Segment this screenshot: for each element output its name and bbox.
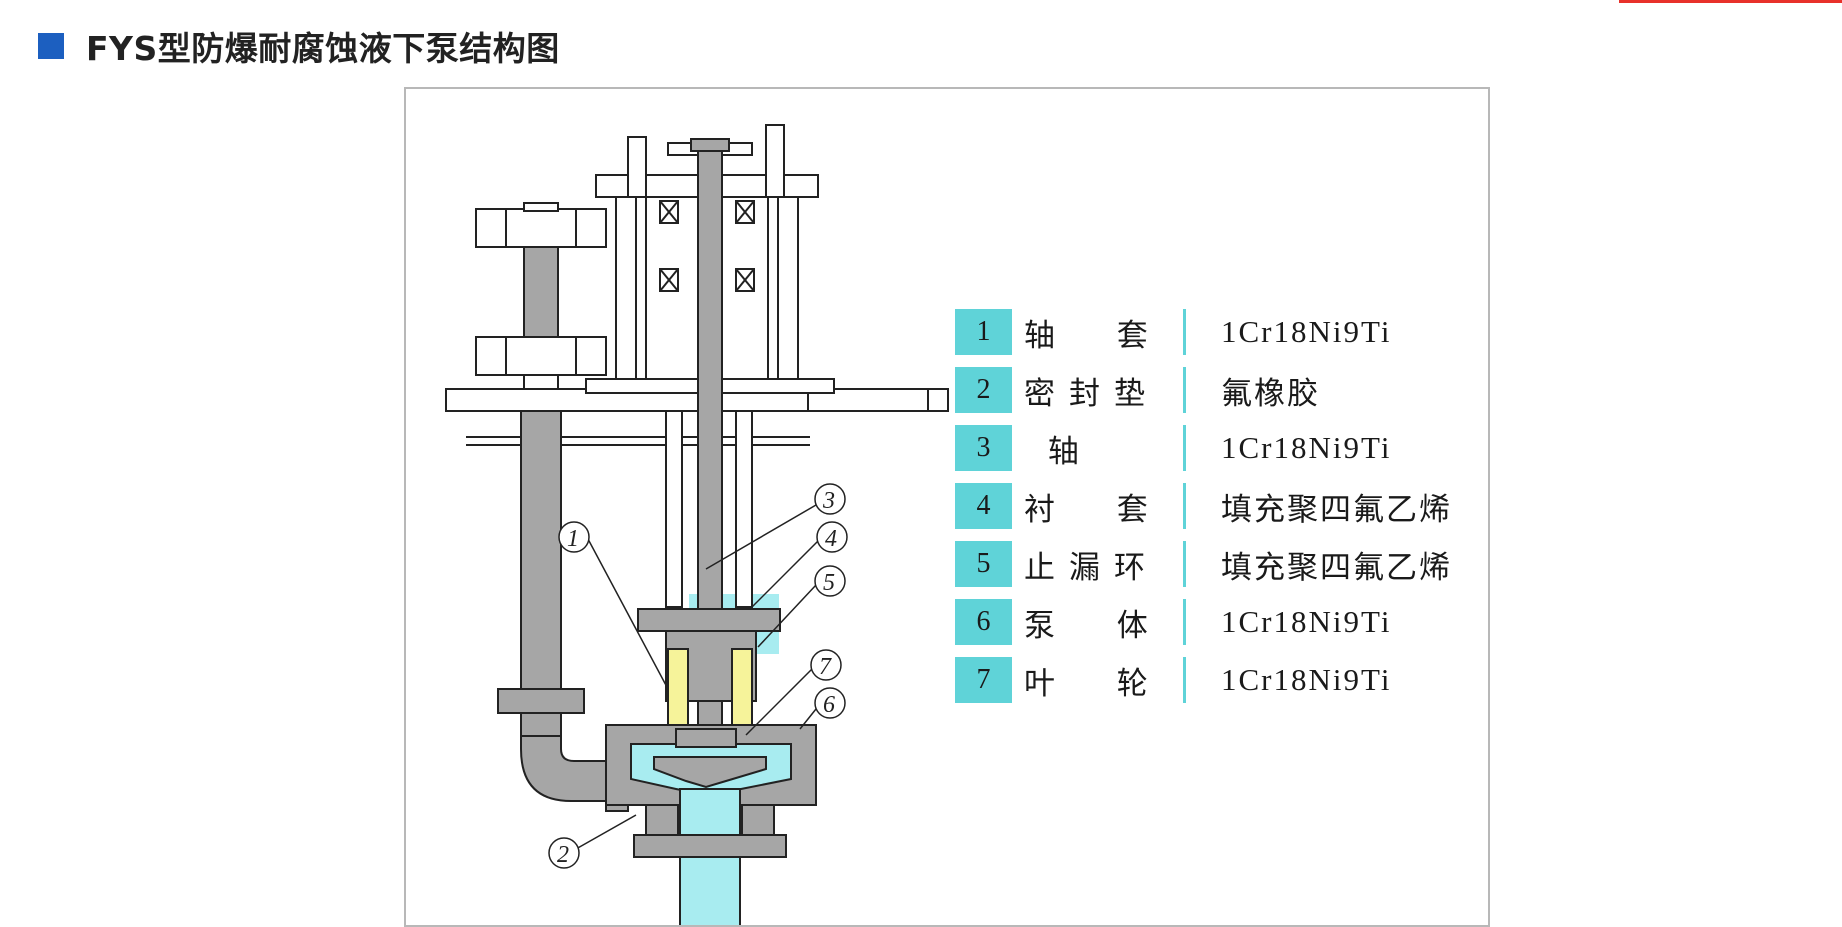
legend-part: 密封垫 (1024, 375, 1159, 412)
heading-square-icon (38, 33, 64, 59)
pump-casing (605, 608, 817, 925)
legend-separator (1183, 599, 1186, 645)
legend-num: 2 (955, 367, 1012, 413)
legend-num: 6 (955, 599, 1012, 645)
legend-row: 3 轴 1Cr18Ni9Ti (946, 423, 1486, 473)
legend-num: 1 (955, 309, 1012, 355)
legend-separator (1183, 483, 1186, 529)
legend-separator (1183, 425, 1186, 471)
callout-7: 7 (819, 654, 832, 680)
legend-num: 4 (955, 483, 1012, 529)
legend-separator (1183, 541, 1186, 587)
legend-separator (1183, 367, 1186, 413)
legend-part: 衬 套 (1024, 491, 1162, 528)
base-plate (445, 388, 949, 446)
legend-separator (1183, 657, 1186, 703)
legend-num: 5 (955, 541, 1012, 587)
callouts: 1 2 3 4 5 7 6 (548, 483, 848, 869)
callout-4: 4 (825, 526, 837, 552)
callout-5: 5 (823, 570, 835, 596)
legend-material: 1Cr18Ni9Ti (1221, 430, 1392, 465)
pump-diagram: 1 2 3 4 5 7 6 (445, 124, 949, 925)
legend-num: 7 (955, 657, 1012, 703)
legend-part: 止漏环 (1024, 549, 1159, 586)
legend-material: 1Cr18Ni9Ti (1221, 314, 1392, 349)
legend-part: 轴 (1024, 433, 1093, 470)
top-accent-line (1619, 0, 1842, 3)
legend-material: 填充聚四氟乙烯 (1221, 549, 1452, 585)
legend-num: 3 (955, 425, 1012, 471)
legend-row: 2 密封垫 氟橡胶 (946, 365, 1486, 415)
callout-2: 2 (557, 842, 569, 868)
legend-part: 轴 套 (1024, 317, 1162, 354)
legend-row: 4 衬 套 填充聚四氟乙烯 (946, 481, 1486, 531)
page-title: FYS型防爆耐腐蚀液下泵结构图 (86, 29, 560, 68)
legend-separator (1183, 309, 1186, 355)
legend-row: 1 轴 套 1Cr18Ni9Ti (946, 307, 1486, 357)
legend-material: 1Cr18Ni9Ti (1221, 604, 1392, 639)
legend-row: 7 叶 轮 1Cr18Ni9Ti (946, 655, 1486, 705)
callout-6: 6 (823, 692, 835, 718)
section-heading: FYS型防爆耐腐蚀液下泵结构图 (38, 26, 560, 68)
pump-structure-figure: 1 2 3 4 5 7 6 1 轴 套 1Cr18Ni9Ti (404, 87, 1490, 927)
legend-row: 6 泵 体 1Cr18Ni9Ti (946, 597, 1486, 647)
legend-row: 5 止漏环 填充聚四氟乙烯 (946, 539, 1486, 589)
legend-part: 泵 体 (1024, 607, 1162, 644)
legend-part: 叶 轮 (1024, 665, 1162, 702)
legend-material: 1Cr18Ni9Ti (1221, 662, 1392, 697)
callout-1: 1 (567, 526, 579, 552)
left-coupling (475, 202, 607, 390)
callout-3: 3 (822, 488, 835, 514)
legend-material: 氟橡胶 (1221, 375, 1320, 411)
legend-material: 填充聚四氟乙烯 (1221, 491, 1452, 527)
